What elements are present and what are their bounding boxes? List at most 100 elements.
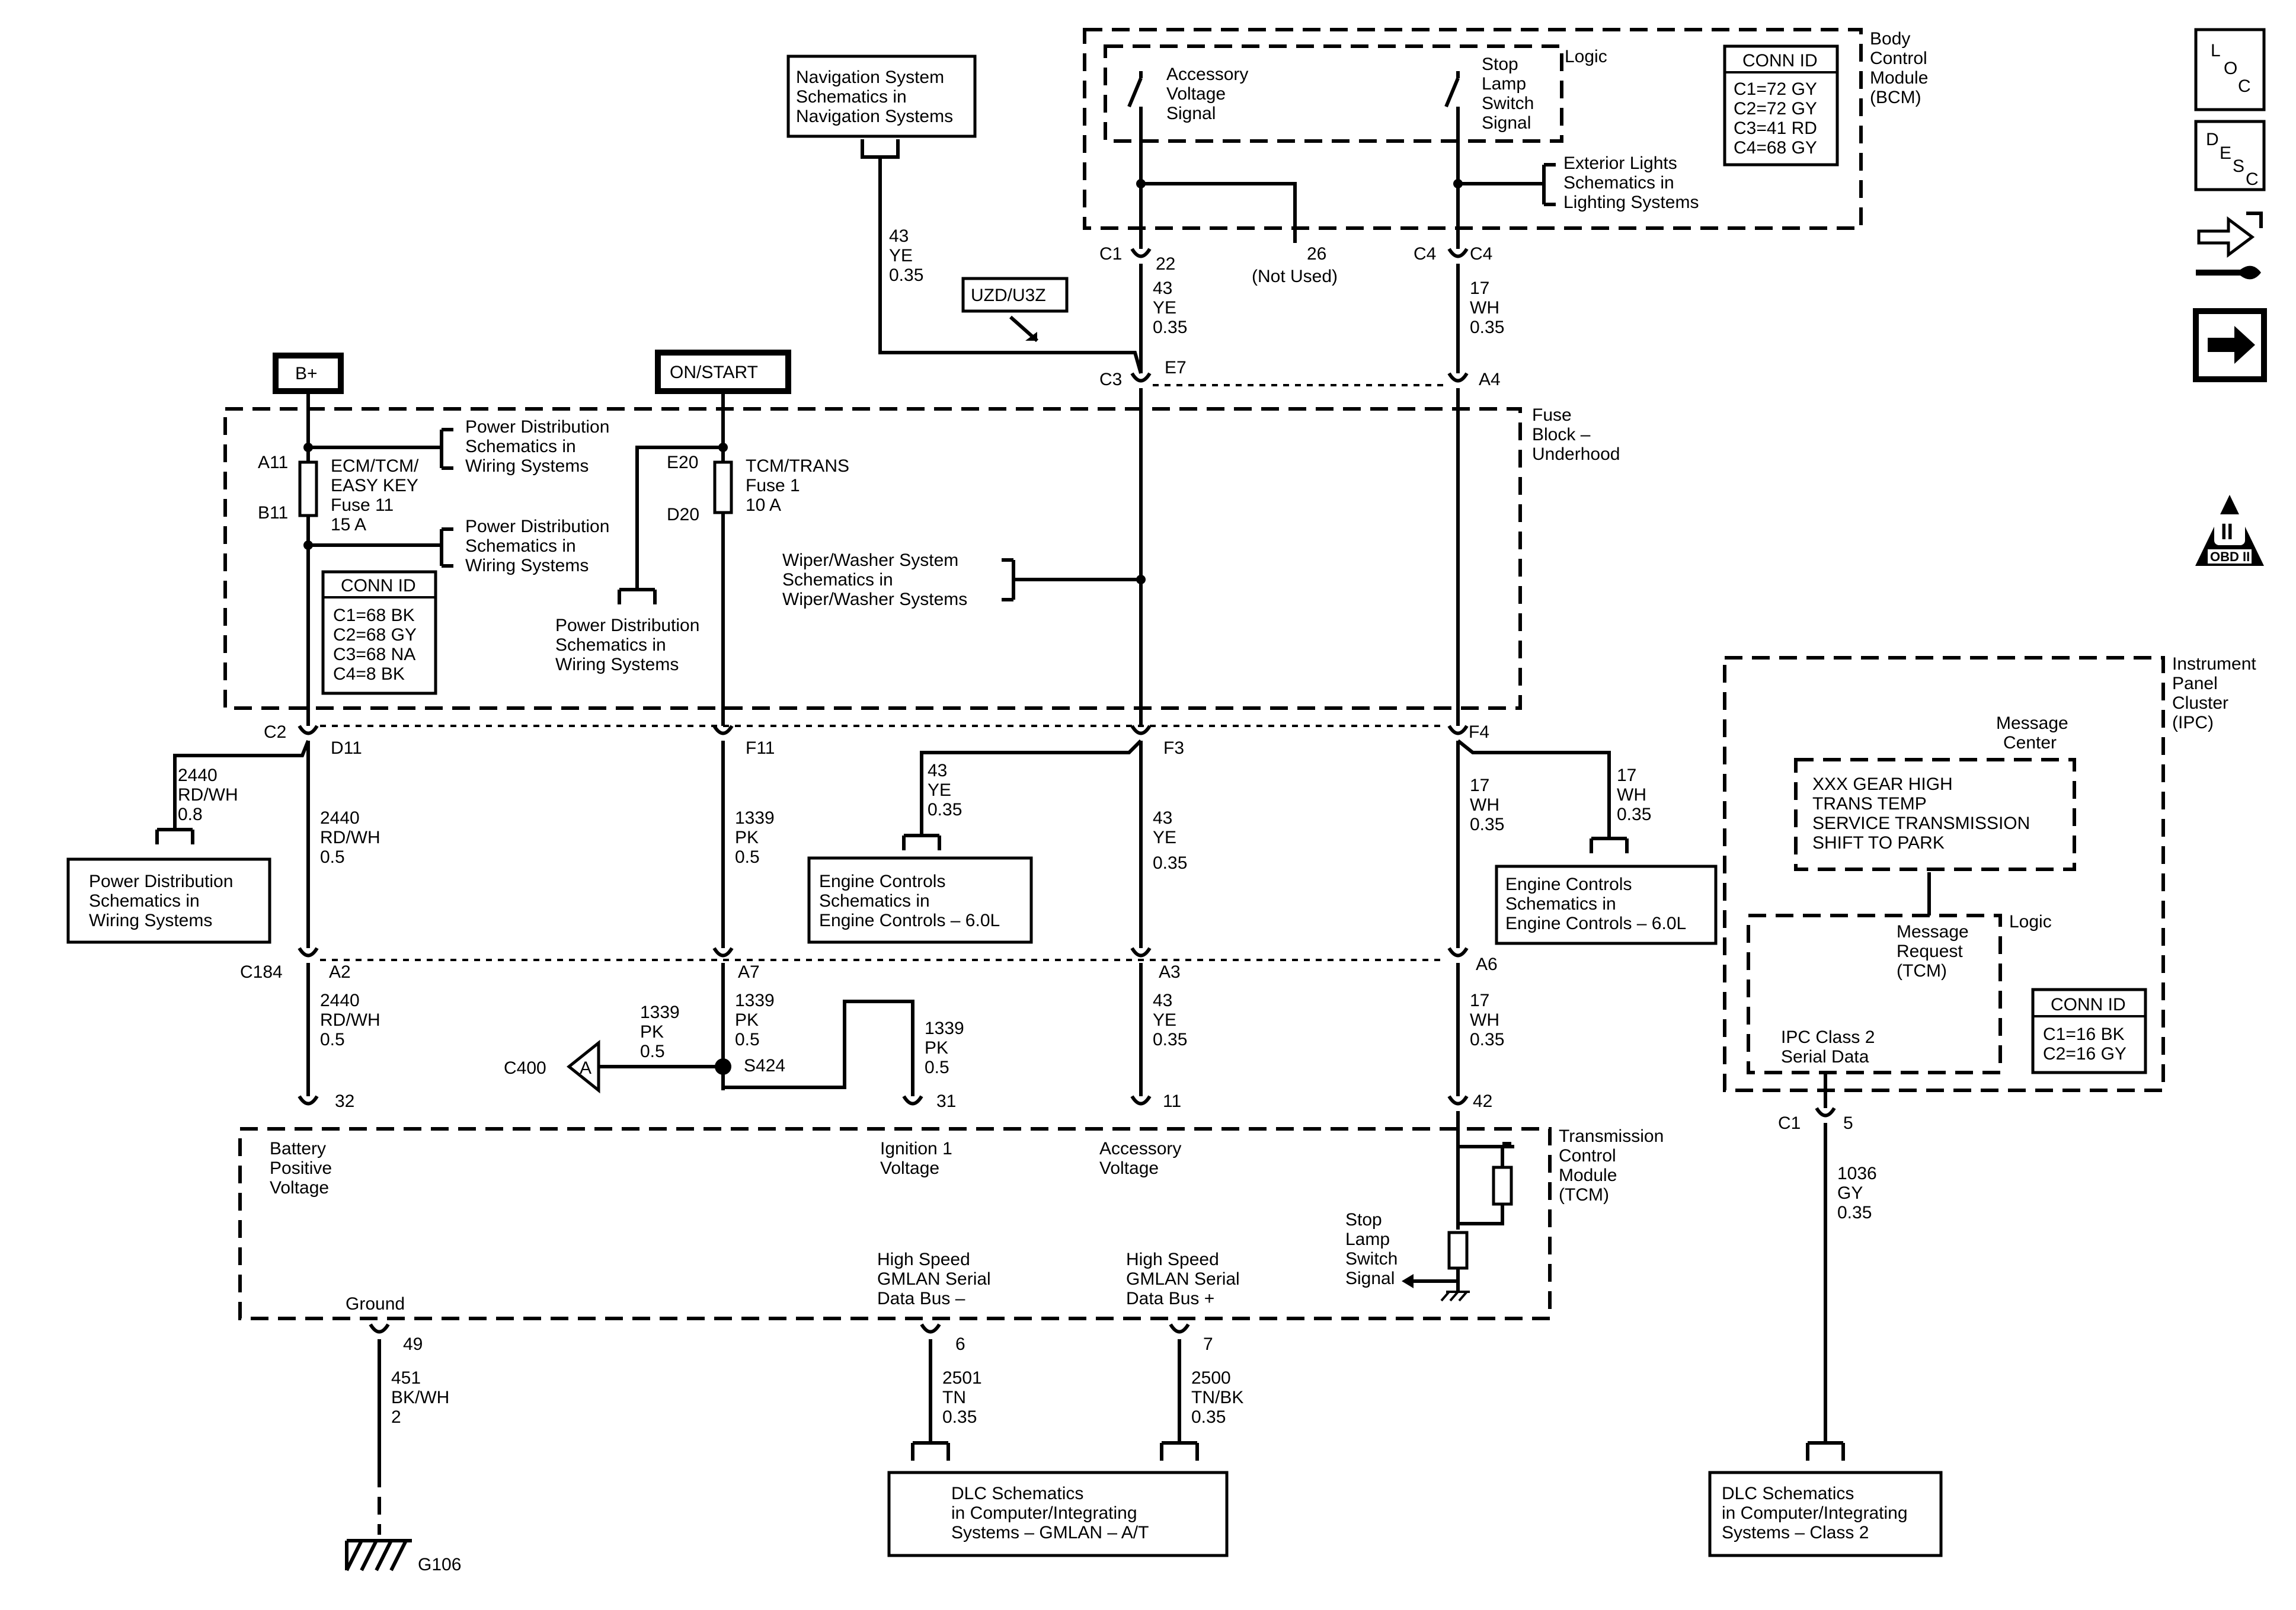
tcm-battery-2: Positive [270, 1158, 332, 1178]
fuse-conn-c1: C1=68 BK [333, 606, 415, 625]
bcm-logic-label: Logic [1565, 47, 1607, 66]
ign-low-wire-1: 1339 [735, 991, 775, 1010]
power-ref-c-1: Power Distribution [555, 616, 699, 635]
stop-lamp-switch-icon [1444, 71, 1460, 136]
tcm-accessory-1: Accessory [1099, 1139, 1181, 1158]
ipc-pin-5: 5 [1843, 1113, 1853, 1133]
on-start-label: ON/START [670, 363, 758, 382]
bcm-c1-pin: 22 [1156, 254, 1175, 274]
acc-mid-wire-2: YE [1153, 828, 1176, 847]
fuse-f4-label: F4 [1469, 722, 1489, 742]
fuse-1-1: TCM/TRANS [746, 456, 849, 476]
nav-ref-2: Schematics in [796, 87, 907, 107]
bcm-conn-id-title: CONN ID [1742, 51, 1818, 71]
tcm-gmlan-plus-1: High Speed [1126, 1250, 1219, 1269]
ipc-conn-c1: C1=16 BK [2043, 1025, 2125, 1044]
loc-letter-l: L [2211, 41, 2221, 60]
b-plus-label: B+ [295, 364, 318, 383]
ipc-message-3: SERVICE TRANSMISSION [1812, 814, 2030, 833]
gy-wire-3: 0.35 [1837, 1203, 1872, 1222]
fuse-block-name-1: Fuse [1532, 405, 1572, 425]
tcm-ground-icon [1440, 1291, 1470, 1302]
loc-icon[interactable]: L O C [2194, 28, 2266, 111]
ground-wire-1: 451 [391, 1368, 421, 1388]
engine-ref-right-2: Schematics in [1505, 894, 1616, 914]
bcm-conn-c3: C3=41 RD [1734, 119, 1817, 138]
tnbk-wire-1: 2500 [1191, 1368, 1231, 1388]
next-arrow-icon[interactable] [2193, 308, 2267, 382]
repair-tools-icon[interactable] [2196, 212, 2263, 280]
ign-low-wire-2: PK [735, 1010, 759, 1030]
branch-power-wire-3: 0.8 [178, 805, 203, 824]
uzd-option: UZD/U3Z [961, 277, 1069, 343]
ipc-conn-id-title: CONN ID [2051, 995, 2126, 1014]
uzd-label: UZD/U3Z [971, 286, 1046, 305]
c184-a6-label: A6 [1476, 955, 1498, 974]
bcm-conn-c4: C4=68 GY [1734, 138, 1817, 158]
accessory-signal-3: Signal [1166, 104, 1216, 123]
ipc-message-box [1794, 758, 2076, 871]
tcm-pin-42: 42 [1473, 1092, 1492, 1111]
power-ref-b-1: Power Distribution [465, 517, 609, 536]
tcm-battery-3: Voltage [270, 1178, 329, 1198]
loc-letter-o: O [2224, 59, 2237, 78]
bcm-c4-label: C4 [1414, 244, 1436, 264]
desc-letter-d: D [2206, 130, 2219, 149]
dlc-class2-ref [1708, 1471, 1943, 1557]
tcm-ignition-1: Ignition 1 [880, 1139, 952, 1158]
loc-letter-c: C [2238, 76, 2251, 96]
ipc-message-1: XXX GEAR HIGH [1812, 774, 1953, 794]
power-ref-b-3: Wiring Systems [465, 556, 589, 575]
ipc-name-2: Panel [2172, 674, 2218, 693]
fuse-c2-label: C2 [264, 722, 286, 742]
ipc-request-2: Request [1897, 942, 1963, 961]
bcm-conn-c1: C1=72 GY [1734, 79, 1817, 99]
fuse-conn-c2: C2=68 GY [333, 625, 417, 645]
navigation-ref: Navigation System Schematics in Navigati… [786, 55, 1143, 374]
fuse-conn-id-title: CONN ID [341, 576, 416, 596]
nav-ref-3: Navigation Systems [796, 107, 953, 126]
splice-label: S424 [744, 1056, 785, 1076]
tcm-resistor-upper [1492, 1166, 1513, 1206]
tcm-ign-wire-1: 1339 [925, 1019, 964, 1038]
fuse-d20-label: D20 [667, 505, 699, 524]
wiper-ref-2: Schematics in [782, 570, 893, 590]
fuse-a11-label: A11 [258, 453, 288, 472]
fuse-f3-label: F3 [1163, 738, 1184, 758]
fuse-11-symbol [298, 460, 318, 517]
fuse-c3-label: C3 [1099, 370, 1122, 389]
ipc-conn-c2: C2=16 GY [2043, 1044, 2126, 1064]
acc-mid-wire-1: 43 [1153, 808, 1172, 828]
fuse-e20-label: E20 [667, 453, 698, 472]
acc-top-wire-3: 0.35 [1153, 318, 1187, 337]
desc-icon[interactable]: D E S C [2194, 120, 2266, 191]
ipc-serial-1: IPC Class 2 [1781, 1028, 1875, 1047]
nav-wire-2: YE [889, 246, 913, 265]
tcm-pin-32: 32 [335, 1092, 354, 1111]
acc-top-wire-2: YE [1153, 298, 1176, 318]
tcm-stop-signal-3: Switch [1345, 1249, 1398, 1269]
ipc-name-4: (IPC) [2172, 713, 2214, 732]
c184-a3-label: A3 [1159, 962, 1181, 982]
stop-signal-4: Signal [1482, 113, 1531, 133]
exterior-lights-ref-2: Schematics in [1563, 173, 1674, 193]
ground-wire-3: 2 [391, 1407, 401, 1427]
ipc-message-center-1: Message [1996, 713, 2068, 733]
bcm-name-3: Module [1870, 68, 1928, 88]
fuse-block-name-2: Block – [1532, 425, 1591, 444]
branch-power-wire-1: 2440 [178, 766, 218, 785]
tcm-gmlan-minus-1: High Speed [877, 1250, 970, 1269]
power-ref-b-2: Schematics in [465, 536, 576, 556]
fuse-conn-c4: C4=8 BK [333, 664, 405, 684]
accessory-signal-2: Voltage [1166, 84, 1226, 104]
fuse-block: C3 E7 A4 Fuse Block – Underhood B+ A11 B… [223, 350, 1620, 758]
dlc-class2-1: DLC Schematics [1722, 1484, 1854, 1503]
fuse-conn-c3: C3=68 NA [333, 645, 415, 664]
tcm-gmlan-minus-2: GMLAN Serial [877, 1269, 991, 1289]
dlc-class2-3: Systems – Class 2 [1722, 1523, 1869, 1542]
bplus-low-wire-1: 2440 [320, 991, 360, 1010]
tcm-gmlan-minus-3: Data Bus – [877, 1289, 965, 1308]
tcm-resistor-lower [1447, 1231, 1469, 1270]
engine-ye-wire-2: YE [928, 780, 951, 800]
fuse-conn-id-box [321, 570, 437, 695]
